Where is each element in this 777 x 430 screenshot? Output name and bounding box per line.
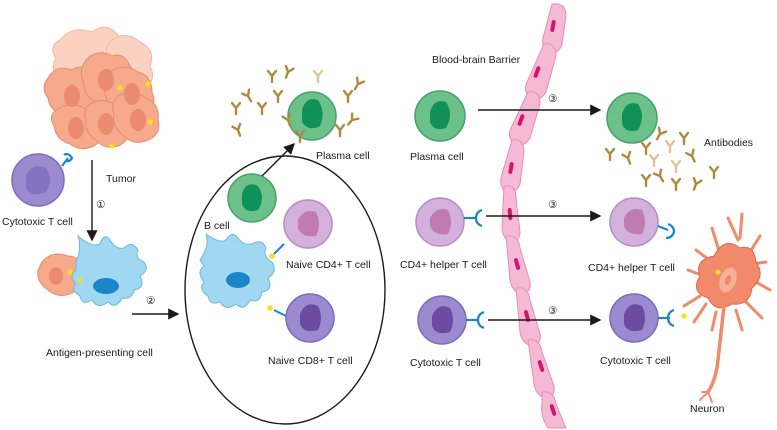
step2-marker: ② [146, 295, 156, 307]
cd4-helper-t-cell-left [415, 197, 483, 247]
bbb-label: Blood-brain Barrier [432, 54, 521, 66]
lymph-node-outline [184, 155, 386, 425]
naive-cd4-label: Naive CD4+ T cell [286, 259, 371, 271]
step1-marker: ① [96, 199, 106, 211]
naive-cd4-t-cell [283, 199, 333, 249]
antigen-presenting-cell [37, 234, 147, 306]
plasma-cell-far-right [606, 92, 658, 144]
arrow-bcell-to-plasma [261, 143, 295, 177]
tumor-label: Tumor [106, 173, 136, 185]
plasma-cell-right-label: Plasma cell [410, 151, 464, 163]
cd4-helper-t-cell-right [609, 197, 676, 247]
plasma-cell-top [287, 91, 337, 141]
antibodies-label: Antibodies [704, 137, 753, 149]
naive-cd8-t-cell [285, 293, 335, 343]
plasma-cell-right [414, 90, 466, 142]
cytotoxic-t-cell-left [11, 152, 74, 207]
cytotoxic-t-cell-mid-label: Cytotoxic T cell [410, 357, 481, 369]
blood-brain-barrier [500, 3, 567, 429]
plasma-cell-top-label: Plasma cell [316, 150, 370, 162]
b-cell [227, 173, 277, 223]
neuron [681, 212, 772, 403]
step3-a-marker: ③ [548, 93, 558, 105]
apc-label: Antigen-presenting cell [46, 347, 153, 359]
cd4-helper-left-label: CD4+ helper T cell [400, 259, 487, 271]
cd4-helper-right-label: CD4+ helper T cell [588, 262, 675, 274]
bbb-nuclei [507, 20, 557, 416]
tumor-cells [43, 26, 160, 150]
b-cell-label: B cell [204, 220, 230, 232]
cytotoxic-t-cell-right-label: Cytotoxic T cell [600, 355, 671, 367]
apc-in-lymph-node [199, 232, 287, 317]
cytotoxic-t-cell-left-label: Cytotoxic T cell [2, 216, 73, 228]
cytotoxic-t-cell-right [609, 293, 675, 343]
naive-cd8-label: Naive CD8+ T cell [268, 355, 353, 367]
cytotoxic-t-cell-mid [417, 295, 485, 345]
step3-c-marker: ③ [548, 305, 558, 317]
step3-b-marker: ③ [548, 199, 558, 211]
neuron-label: Neuron [690, 403, 725, 415]
